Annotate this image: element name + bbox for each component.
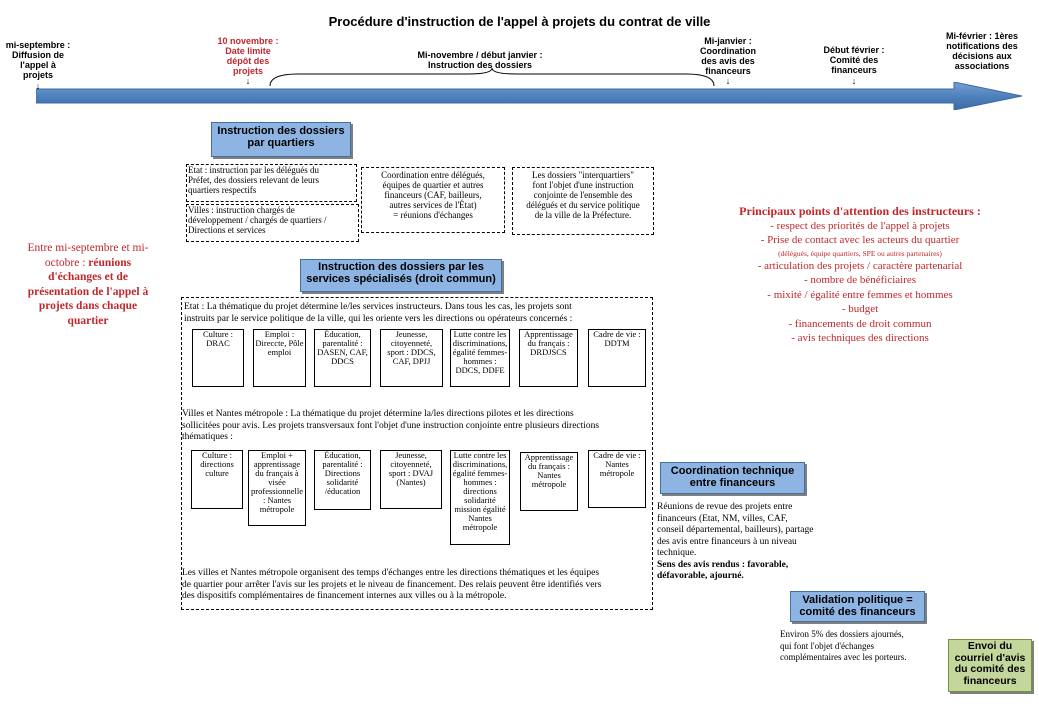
service-box-cadre-de-vie: Cadre de vie :DDTM xyxy=(588,329,646,387)
points-attention-title: Principaux points d'attention des instru… xyxy=(739,204,981,218)
etat-specialises-text: Etat : La thématique du projet détermine… xyxy=(184,302,573,324)
timeline-tick-arrow: ↓ xyxy=(851,76,857,86)
villes-quartiers-box: Villes : instruction chargés de développ… xyxy=(186,204,359,242)
timeline-label-instruction: Mi-novembre / début janvier : Instructio… xyxy=(417,50,543,70)
timeline-arrow xyxy=(36,82,1023,110)
coordination-technique-text: Réunions de revue des projets entre fina… xyxy=(657,502,814,581)
interquartiers-box: Les dossiers "interquartiers" font l'obj… xyxy=(512,167,654,235)
timeline-tick-arrow: ↓ xyxy=(245,76,251,86)
echanges-villes-text: Les villes et Nantes métropole organisen… xyxy=(182,568,602,601)
timeline-label-date-limite: 10 novembre : Date limite dépôt des proj… xyxy=(217,36,279,76)
services-specialises-panel xyxy=(181,297,653,610)
ville-box-jeunesse: Jeunesse,citoyenneté,sport : DVAJ(Nantes… xyxy=(380,450,442,509)
reunions-echanges-note: Entre mi-septembre et mi- octobre : réun… xyxy=(27,242,149,327)
instruction-quartiers-title: Instruction des dossiers par quartiers xyxy=(211,122,351,157)
service-box-culture: Culture :DRAC xyxy=(192,329,244,387)
coordination-quartiers-box: Coordination entre délégués, équipes de … xyxy=(361,167,505,233)
page-title: Procédure d'instruction de l'appel à pro… xyxy=(328,14,711,29)
validation-politique-title: Validation politique = comité des financ… xyxy=(790,591,925,622)
points-attention: Principaux points d'attention des instru… xyxy=(700,204,1020,346)
envoi-courriel-box: Envoi du courriel d'avis du comité des f… xyxy=(948,639,1032,692)
instruction-specialises-title: Instruction des dossiers par les service… xyxy=(300,259,502,292)
validation-politique-text: Environ 5% des dossiers ajournés, qui fo… xyxy=(780,629,907,662)
timeline-label-notifications: Mi-février : 1ères notifications des déc… xyxy=(945,31,1019,71)
service-box-jeunesse: Jeunesse,citoyenneté,sport : DDCS,CAF, D… xyxy=(380,329,443,387)
etat-quartiers-box: Etat : instruction par les délégués du P… xyxy=(186,164,357,202)
timeline-label-diffusion: mi-septembre : Diffusion de l'appel à pr… xyxy=(5,40,71,80)
coordination-technique-title: Coordination technique entre financeurs xyxy=(660,462,805,494)
timeline-tick-arrow: ↓ xyxy=(725,76,731,86)
timeline-label-coordination: Mi-janvier : Coordination des avis des f… xyxy=(700,36,756,76)
instruction-period-brace xyxy=(269,67,715,87)
timeline-tick-arrow: ↓ xyxy=(35,81,41,91)
timeline-label-comite: Début février : Comité des financeurs xyxy=(823,45,885,75)
service-box-education: Éducation,parentalité :DASEN, CAF,DDCS xyxy=(314,329,371,387)
villes-specialises-text: Villes et Nantes métropole : La thématiq… xyxy=(182,409,600,442)
